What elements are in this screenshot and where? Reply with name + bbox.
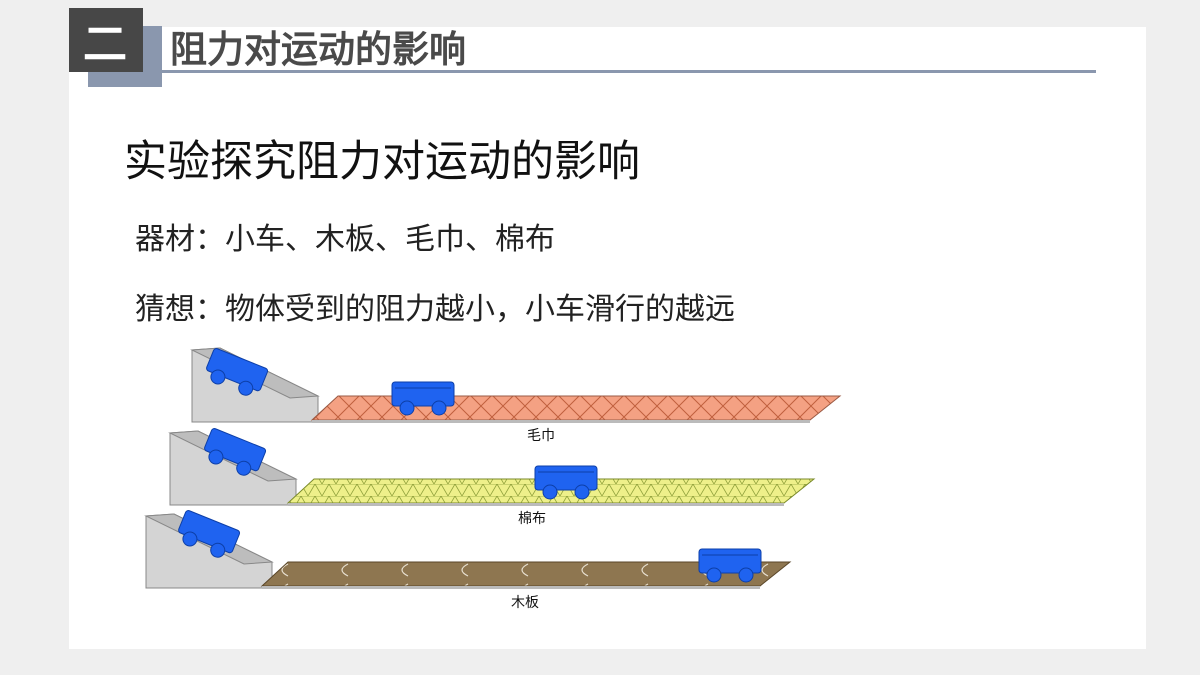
hypothesis-text: 猜想：物体受到的阻力越小，小车滑行的越远 [135, 292, 735, 327]
track-label: 木板 [511, 595, 539, 611]
slide-title: 实验探究阻力对运动的影响 [124, 137, 640, 187]
section-badge: 二 [69, 8, 143, 72]
track-cotton: 棉布 [168, 428, 816, 527]
section-title: 阻力对运动的影响 [170, 28, 466, 71]
header-underline [162, 70, 1096, 73]
track-wood: 木板 [144, 510, 792, 611]
car-on-ramp [206, 348, 269, 396]
friction-experiment-diagram: 毛巾 棉布 [144, 347, 842, 611]
materials-text: 器材：小车、木板、毛巾、棉布 [135, 222, 555, 257]
car-stopped [698, 548, 762, 583]
slide-background [69, 27, 1146, 649]
car-stopped [391, 381, 455, 416]
track-base [262, 586, 760, 589]
car-stopped [534, 465, 598, 500]
car-on-ramp [178, 510, 241, 558]
track-base [312, 420, 810, 423]
track-label: 毛巾 [527, 428, 555, 444]
track-base [288, 503, 784, 506]
track-label: 棉布 [518, 510, 546, 527]
track-towel: 毛巾 [190, 347, 842, 444]
track-surface [310, 395, 842, 421]
car-on-ramp [204, 428, 267, 476]
